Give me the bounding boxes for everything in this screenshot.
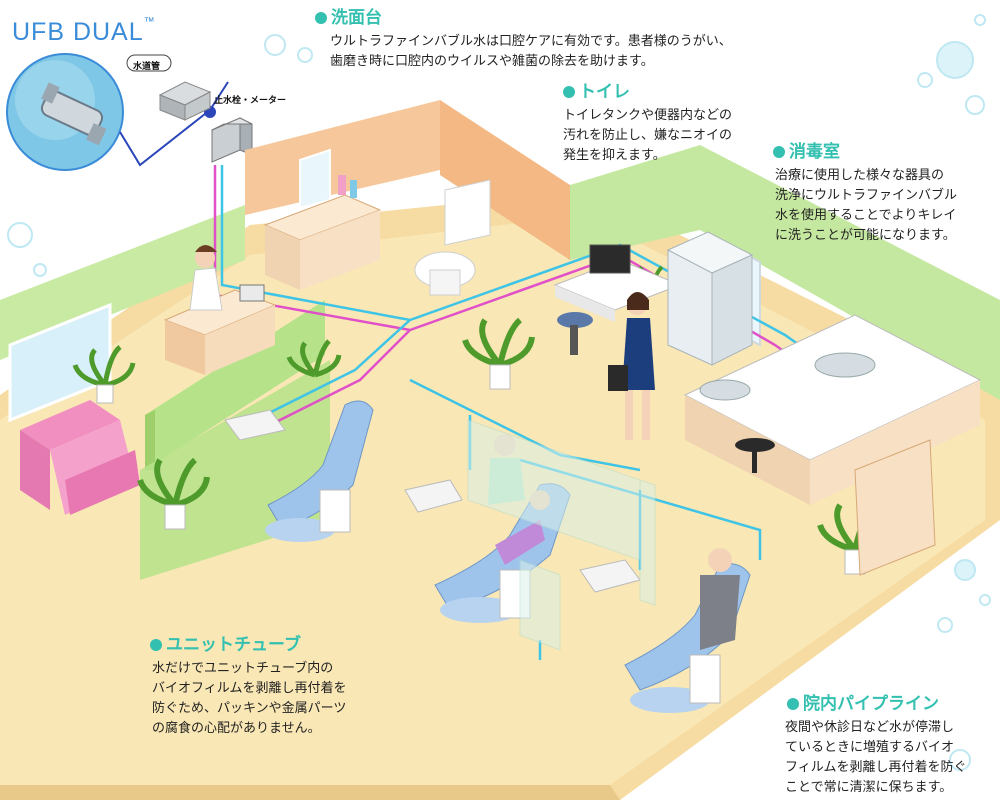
toilet-text: トイレタンクや便器内などの汚れを防止し、嫌なニオイの発生を抑えます。 <box>563 108 733 163</box>
dental-chair-3 <box>579 548 751 713</box>
toilet <box>414 179 491 296</box>
bullet-dot-icon <box>315 12 327 24</box>
sink-text: ウルトラファインバブル水は口腔ケアに有効です。患者様のうがい、歯磨き時に口腔内の… <box>330 34 732 69</box>
pipeline-text: 夜間や休診日など水が停滞しているときに増殖するバイオフィルムを剥離し再付着を防ぐ… <box>785 720 967 795</box>
office-desk <box>553 244 682 355</box>
brand-logo: UFB DUAL™ <box>12 16 156 46</box>
meter-label: 止水栓・メーター <box>214 96 287 106</box>
bullet-dot-icon <box>563 86 575 98</box>
dental-chair-1 <box>224 400 374 542</box>
bullet-dot-icon <box>773 146 785 158</box>
disinfection-text: 治療に使用した様々な器具の洗浄にウルトラファインバブル水を使用することでよりキレ… <box>775 168 958 243</box>
vanity <box>263 175 382 290</box>
staff-woman <box>608 292 655 440</box>
toilet-heading: トイレ <box>563 82 630 102</box>
sofa <box>20 400 140 515</box>
water-pipe-box <box>126 54 212 121</box>
cabinet <box>666 231 754 366</box>
reception <box>163 245 277 375</box>
water-meter <box>211 117 253 163</box>
unit-tube-text: 水だけでユニットチューブ内のバイオフィルムを剥離し再付着を防ぐため、パッキンや金… <box>152 661 347 736</box>
pipeline-heading: 院内パイプライン <box>787 694 939 714</box>
disinfection-counters <box>683 314 982 576</box>
partitions <box>467 419 656 651</box>
bullet-dot-icon <box>150 639 162 651</box>
ufb-device <box>6 53 124 171</box>
disinfection-heading: 消毒室 <box>773 142 840 162</box>
bullet-dot-icon <box>787 698 799 710</box>
unit-tube-heading: ユニットチューブ <box>150 635 301 655</box>
water-pipe-label: 水道管 <box>133 62 161 72</box>
sink-heading: 洗面台 <box>315 8 382 28</box>
